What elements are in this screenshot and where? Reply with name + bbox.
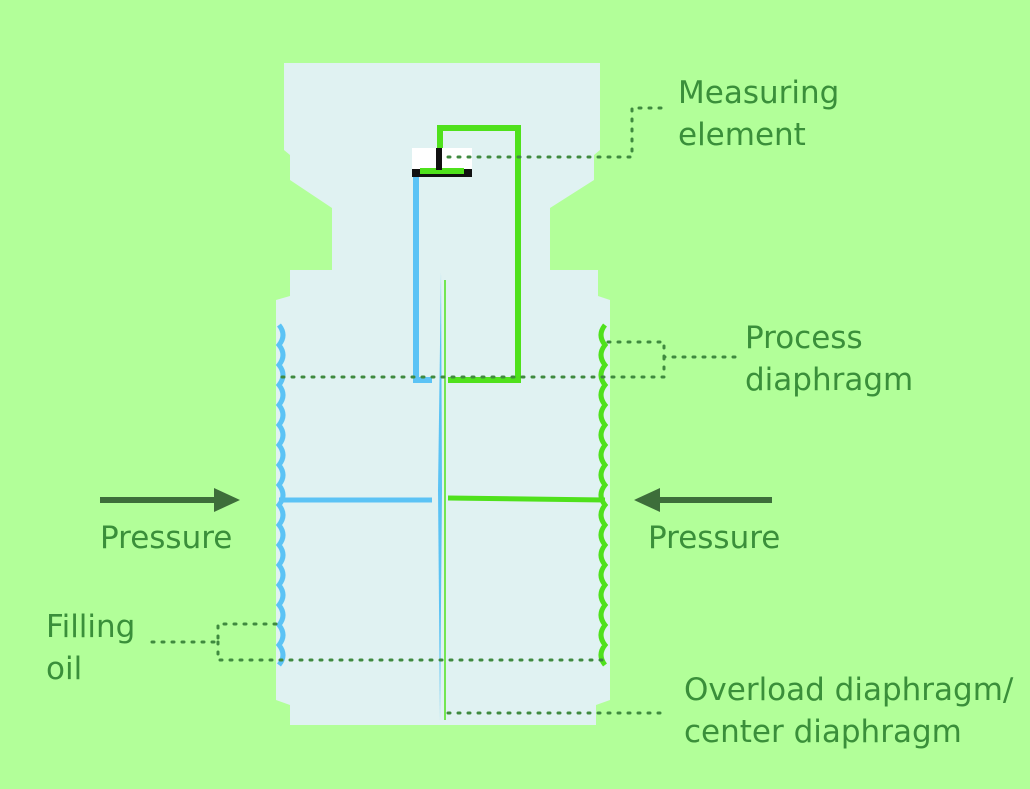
pressure-arrow-left [100, 488, 240, 512]
blue-process-diaphragm [275, 323, 286, 667]
blue-oil-capillary [413, 175, 432, 383]
measuring-element-stem [436, 148, 442, 170]
measuring-element-chip [420, 168, 464, 174]
green-oil-capillary [437, 125, 521, 383]
leader-process-diaphragm-bottom [280, 355, 666, 379]
label-filling-oil-line2: oil [46, 651, 83, 687]
label-process-diaphragm: Process diaphragm [745, 317, 913, 401]
label-measuring-element-line1: Measuring [678, 75, 840, 111]
label-filling-oil: Filling oil [46, 606, 135, 690]
label-process-diaphragm-line1: Process [745, 320, 863, 356]
pressure-arrow-right [634, 488, 772, 512]
label-measuring-element-line2: element [678, 117, 806, 153]
center-diaphragm [438, 272, 442, 722]
label-overload-diaphragm-line2: center diaphragm [684, 714, 962, 750]
label-filling-oil-line1: Filling [46, 609, 136, 645]
label-pressure-right: Pressure [648, 520, 781, 556]
green-oil-channel-horizontal [447, 495, 606, 503]
label-pressure-left: Pressure [100, 520, 233, 556]
label-overload-diaphragm: Overload diaphragm/ center diaphragm [684, 669, 1013, 753]
green-process-diaphragm [598, 323, 609, 667]
label-measuring-element: Measuring element [678, 72, 839, 156]
leader-measuring-element [446, 106, 667, 159]
sensor-housing [276, 63, 610, 725]
label-overload-diaphragm-line1: Overload diaphragm/ [684, 672, 1014, 708]
leader-process-diaphragm-top [606, 340, 737, 359]
leader-filling-oil-top [150, 622, 280, 644]
label-process-diaphragm-line2: diaphragm [745, 362, 914, 398]
leader-lines [150, 106, 737, 715]
